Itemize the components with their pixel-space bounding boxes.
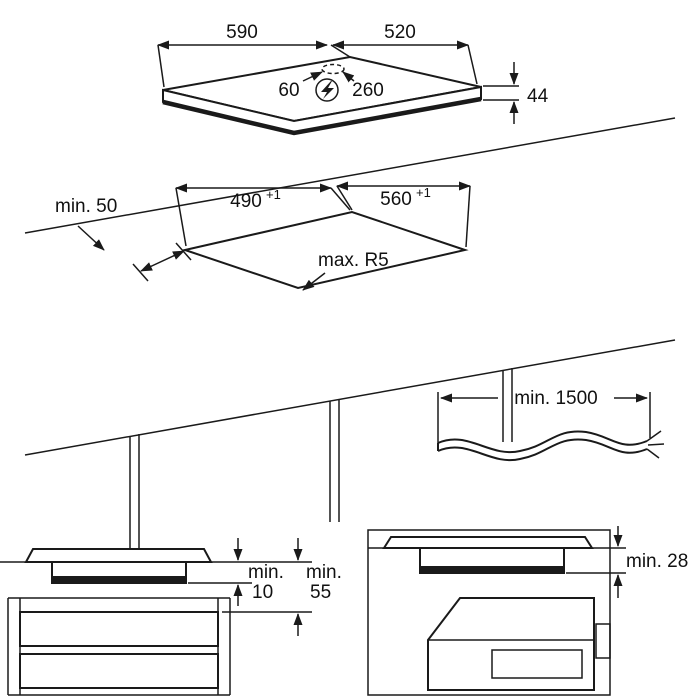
outlet-offset-left-label: 60: [278, 80, 299, 101]
outlet-arrow-right: [342, 71, 355, 83]
dim-corner-radius: max. R5: [302, 250, 389, 291]
hob-depth-label: 520: [384, 22, 416, 43]
drawer-front-top: [19, 611, 219, 647]
cutout-depth-tolerance: +1: [416, 185, 431, 200]
hob-bottom-plate: [52, 576, 186, 583]
worktop-front-edge: [24, 339, 676, 456]
drawer-cabinet: [7, 597, 231, 696]
dim-rear-clearance: min. 50: [55, 196, 192, 282]
worktop-legs: [129, 368, 513, 552]
cutout-depth-label: 560: [380, 189, 412, 210]
worktop-cutout: [181, 210, 469, 290]
hob-bottom-edge: [162, 96, 482, 136]
oven-connection-box: [595, 623, 611, 659]
dim-drawer-depth: min. 55: [222, 538, 342, 636]
drawer-gap-min-value: 10: [252, 582, 273, 603]
cutout-width-tolerance: +1: [266, 187, 281, 202]
oven-door-detail: [491, 649, 583, 679]
hob-slab-section: [24, 548, 213, 563]
oven-installation-view: min. 28: [367, 526, 688, 696]
hob-width-label: 590: [226, 22, 258, 43]
drawer-depth-min-value: 55: [310, 582, 331, 603]
corner-radius-label: max. R5: [318, 250, 389, 271]
dim-hob-depth: 520: [332, 22, 478, 85]
power-cable: [437, 430, 665, 462]
dim-hob-height: 44: [483, 62, 549, 124]
dim-cutout-width: 490 +1: [175, 183, 351, 247]
dim-oven-clearance: min. 28: [566, 526, 688, 598]
worktop-cutout-view: 490 +1 560 +1 min. 50 max. R5: [24, 117, 676, 552]
power-cable-view: min. 1500: [437, 388, 665, 462]
drawer-depth-min-label: min.: [306, 562, 342, 583]
built-in-oven: [427, 597, 611, 691]
worktop-back-edge: [24, 117, 676, 234]
hob-3d-view: 590 520 60 260 44: [157, 22, 549, 136]
hob-bottom-plate-oven: [420, 566, 564, 573]
cutout-width-label: 490: [230, 191, 262, 212]
dim-cutout-depth: 560 +1: [336, 181, 471, 248]
hob-height-label: 44: [527, 86, 549, 107]
cable-length-label: min. 1500: [514, 388, 597, 409]
oven-cabinet-outline: [367, 529, 611, 696]
drawer-installation-view: min. 10 min. 55: [0, 538, 342, 696]
outlet-arrow-left: [302, 71, 323, 82]
dim-drawer-gap: min. 10: [188, 538, 284, 606]
lightning-icon: [315, 78, 339, 102]
cable-outlet-hole: [321, 63, 345, 75]
hob-slab-section-oven: [382, 536, 594, 549]
drawer-gap-min-label: min.: [248, 562, 284, 583]
drawer-front-bottom: [19, 653, 219, 689]
outlet-offset-right-label: 260: [352, 80, 384, 101]
oven-clearance-label: min. 28: [626, 551, 688, 572]
rear-clearance-label: min. 50: [55, 196, 117, 217]
